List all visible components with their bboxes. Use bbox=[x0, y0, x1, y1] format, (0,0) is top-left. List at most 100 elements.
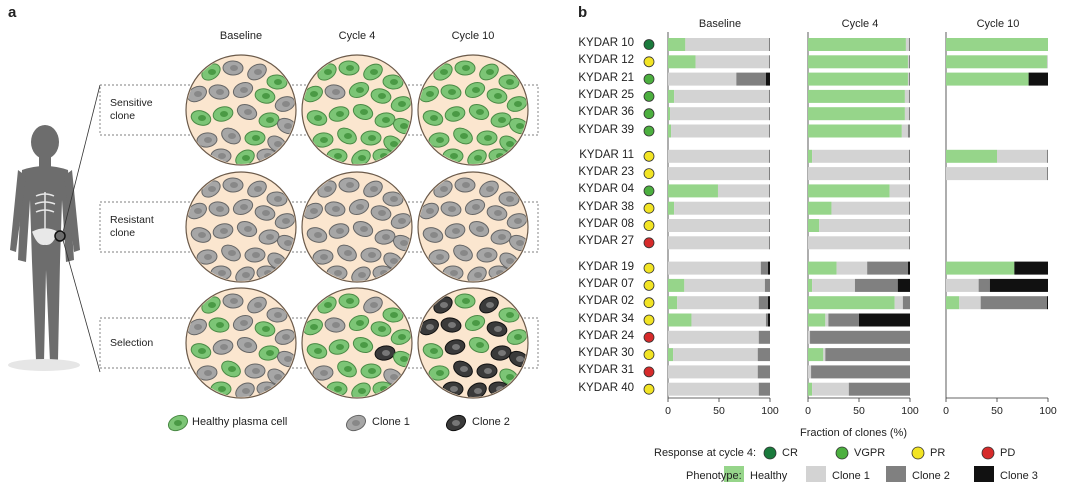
healthy-plasma-cell bbox=[351, 382, 371, 397]
response-legend-label: VGPR bbox=[854, 447, 886, 459]
bar-segment bbox=[808, 124, 902, 138]
clone1-cell bbox=[222, 293, 244, 309]
x-tick-label: 50 bbox=[713, 405, 725, 417]
clone1-cell bbox=[464, 198, 486, 216]
bar-segment bbox=[812, 149, 909, 163]
clone1-cell bbox=[196, 249, 218, 265]
bar-segment bbox=[765, 72, 770, 86]
response-dot bbox=[643, 91, 655, 102]
legend-healthy-cell-icon bbox=[167, 414, 189, 432]
clone1-cell bbox=[328, 223, 350, 239]
bar-segment bbox=[897, 278, 910, 292]
bar-segment bbox=[908, 219, 910, 232]
response-legend-label: PR bbox=[930, 447, 946, 459]
clone1-cell bbox=[196, 132, 218, 148]
response-dot bbox=[643, 314, 655, 326]
clone1-cell bbox=[506, 213, 527, 229]
bar-segment bbox=[946, 278, 979, 292]
healthy-plasma-cell bbox=[454, 293, 476, 309]
response-dot bbox=[643, 73, 655, 85]
bar-segment bbox=[1028, 72, 1048, 86]
bar-segment bbox=[668, 313, 692, 327]
bar-segment bbox=[768, 55, 770, 69]
facet-title-baseline: Baseline bbox=[698, 18, 742, 30]
bar-segment bbox=[668, 261, 761, 275]
healthy-plasma-cell bbox=[498, 74, 520, 90]
panel-b-letter: b bbox=[578, 4, 588, 21]
panel-a-letter: a bbox=[8, 4, 17, 21]
response-dot bbox=[643, 125, 655, 137]
clone1-cell bbox=[244, 363, 266, 379]
clone1-cell bbox=[247, 63, 267, 81]
clone1-cell bbox=[312, 249, 334, 265]
bar-segment bbox=[808, 167, 909, 181]
clone1-cell bbox=[221, 244, 241, 262]
bar-segment bbox=[859, 313, 910, 327]
bar-segment bbox=[905, 38, 909, 51]
bar-segment bbox=[825, 313, 829, 327]
healthy-plasma-cell bbox=[266, 74, 288, 90]
bar-segment bbox=[908, 72, 910, 86]
bar-segment bbox=[717, 184, 769, 198]
petri-dish bbox=[301, 287, 413, 399]
clone1-cell bbox=[236, 337, 258, 353]
bar-segment bbox=[757, 348, 770, 362]
x-tick-label: 0 bbox=[665, 405, 671, 417]
bar-segment bbox=[757, 365, 770, 379]
response-legend-label: CR bbox=[782, 447, 798, 459]
x-tick-label: 0 bbox=[805, 405, 811, 417]
bar-segment bbox=[997, 149, 1047, 163]
clone1-cell bbox=[232, 198, 254, 216]
clone1-cell bbox=[324, 84, 346, 100]
clone2-cell bbox=[476, 363, 498, 379]
patient-label: KYDAR 11 bbox=[579, 148, 634, 161]
clone1-cell bbox=[337, 244, 357, 262]
bar-segment bbox=[946, 38, 1048, 51]
bar-segment bbox=[819, 219, 909, 232]
healthy-plasma-cell bbox=[444, 106, 466, 122]
phenotype-legend-swatch bbox=[724, 466, 744, 482]
petri-dish bbox=[185, 54, 297, 166]
petri-dish bbox=[185, 287, 297, 399]
bar-segment bbox=[908, 184, 910, 198]
clone1-cell bbox=[254, 205, 276, 221]
healthy-plasma-cell bbox=[486, 88, 508, 104]
bar-segment bbox=[825, 348, 910, 362]
bar-segment bbox=[908, 167, 910, 181]
bar-segment bbox=[808, 38, 906, 51]
clone1-cell bbox=[498, 191, 520, 207]
clone1-cell bbox=[236, 221, 258, 237]
healthy-plasma-cell bbox=[370, 321, 392, 337]
bar-segment bbox=[673, 348, 758, 362]
healthy-plasma-cell bbox=[422, 110, 444, 126]
healthy-plasma-cell bbox=[453, 127, 473, 145]
skeleton-icon bbox=[32, 192, 58, 245]
healthy-plasma-cell bbox=[360, 130, 382, 146]
petri-dish bbox=[417, 171, 529, 283]
clone2-cell bbox=[453, 360, 473, 378]
bar-segment bbox=[946, 72, 1029, 86]
healthy-plasma-cell bbox=[190, 343, 212, 359]
clone1-cell bbox=[212, 223, 234, 239]
bar-segment bbox=[668, 38, 686, 51]
clone1-cell bbox=[232, 314, 254, 332]
bar-segment bbox=[768, 89, 770, 103]
bar-segment bbox=[908, 38, 910, 51]
bar-segment bbox=[808, 236, 909, 250]
bar-segment bbox=[768, 236, 770, 250]
healthy-plasma-cell bbox=[306, 343, 328, 359]
bar-segment bbox=[674, 89, 769, 103]
patient-label: KYDAR 31 bbox=[578, 364, 634, 377]
bar-segment bbox=[946, 296, 960, 310]
clone1-cell bbox=[222, 60, 244, 76]
bar-segment bbox=[854, 278, 898, 292]
healthy-plasma-cell bbox=[440, 84, 462, 100]
bar-segment bbox=[808, 278, 813, 292]
bar-segment bbox=[668, 167, 769, 181]
healthy-plasma-cell bbox=[363, 63, 383, 81]
clone1-cell bbox=[422, 227, 444, 243]
bar-segment bbox=[760, 261, 768, 275]
healthy-plasma-cell bbox=[382, 307, 404, 323]
x-tick-label: 100 bbox=[1039, 405, 1057, 417]
